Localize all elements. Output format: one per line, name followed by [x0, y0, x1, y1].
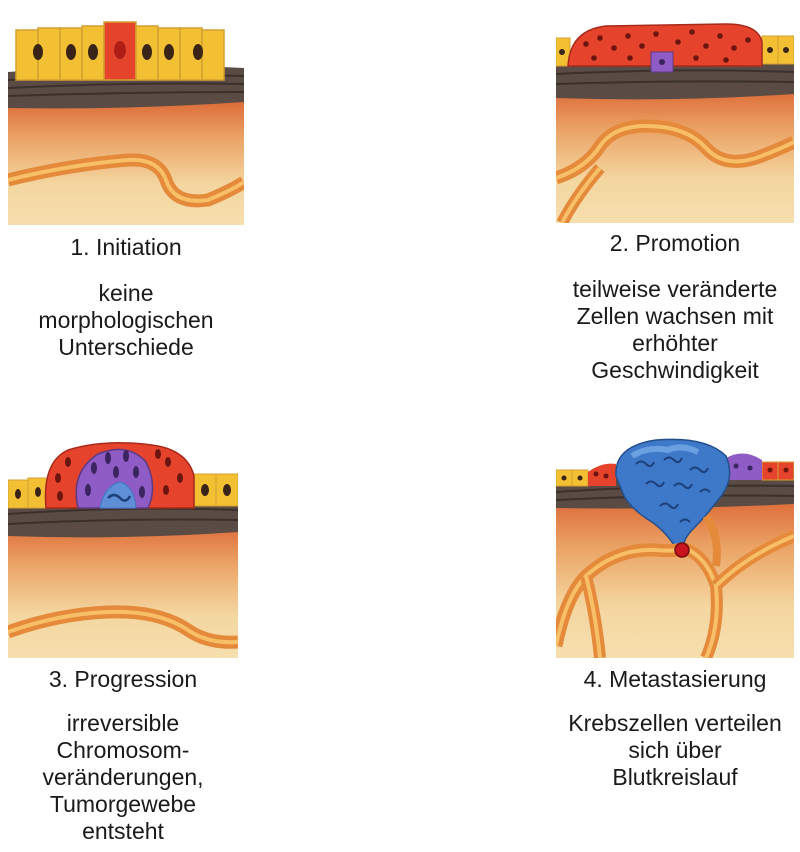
stage-description: teilweise veränderte Zellen wachsen mit …	[556, 276, 794, 384]
tissue-cross-section-promotion-icon	[556, 18, 794, 223]
stage-description: keine morphologischen Unterschiede	[8, 280, 244, 361]
stage-metastasis: 4. Metastasierung Krebszellen verteilen …	[556, 436, 794, 816]
stage-description: Krebszellen verteilen sich über Blutkrei…	[556, 710, 794, 791]
tissue-cross-section-metastasis-icon	[556, 436, 794, 658]
stage-title: 2. Promotion	[556, 230, 794, 257]
tissue-cross-section-initiation-icon	[8, 10, 244, 225]
tissue-cross-section-progression-icon	[8, 432, 238, 658]
stage-initiation: 1. Initiation keine morphologischen Unte…	[8, 10, 244, 390]
stage-promotion: 2. Promotion teilweise veränderte Zellen…	[556, 18, 794, 398]
stage-progression: 3. Progression irreversible Chromosom- v…	[8, 432, 238, 852]
stage-title: 1. Initiation	[8, 234, 244, 261]
stage-title: 4. Metastasierung	[556, 666, 794, 693]
stage-title: 3. Progression	[8, 666, 238, 693]
stage-description: irreversible Chromosom- veränderungen, T…	[8, 710, 238, 845]
